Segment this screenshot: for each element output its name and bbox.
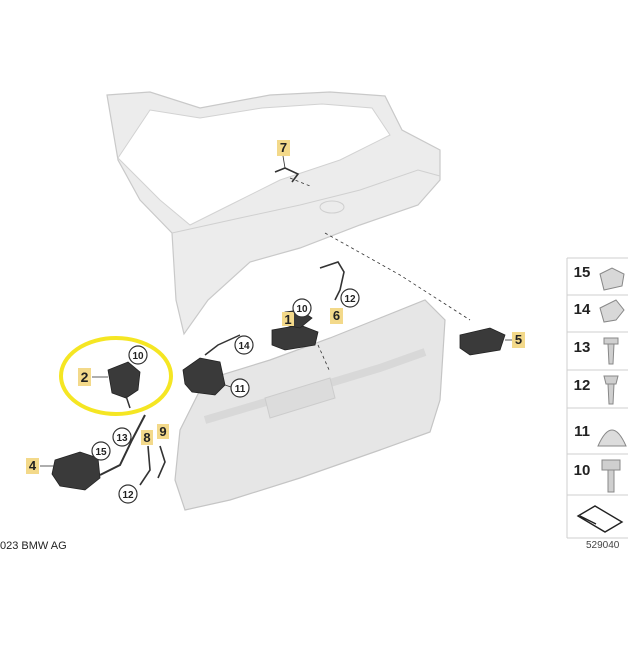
part-8-rod: [139, 445, 151, 486]
svg-text:9: 9: [159, 424, 166, 439]
part-7-bracket: [274, 167, 300, 183]
svg-text:12: 12: [122, 490, 134, 501]
svg-text:5: 5: [515, 332, 522, 347]
legend-label-12: 12: [574, 377, 591, 394]
copyright-text: 023 BMW AG: [0, 540, 67, 552]
svg-text:4: 4: [29, 458, 37, 473]
callout-4: 4: [26, 458, 55, 474]
callout-12-upper: 12: [340, 288, 360, 308]
part-13-cable: [99, 414, 146, 476]
callout-5: 5: [505, 332, 525, 348]
inner-panel: [174, 299, 446, 511]
callout-6: 6: [330, 308, 343, 324]
fastener-legend: 15 14 13 12 11 10: [566, 257, 628, 539]
svg-text:12: 12: [344, 294, 356, 305]
callout-11: 11: [224, 378, 250, 398]
svg-text:10: 10: [132, 351, 144, 362]
svg-text:14: 14: [238, 341, 250, 352]
callout-7: 7: [277, 140, 290, 169]
callout-14: 14: [234, 335, 254, 355]
legend-label-15: 15: [574, 264, 591, 281]
callout-2: 2: [78, 368, 108, 386]
part-4-motor: [51, 451, 101, 491]
leader-lines: [289, 177, 471, 373]
highlight-ring: [59, 336, 173, 416]
callout-9: 9: [157, 424, 169, 439]
part-1-actuator: [271, 309, 319, 351]
part-2-lock: [107, 361, 141, 409]
part-6-bracket: [319, 261, 345, 301]
svg-text:6: 6: [333, 308, 340, 323]
svg-text:10: 10: [296, 304, 308, 315]
svg-text:11: 11: [235, 384, 246, 395]
legend-label-14: 14: [574, 301, 591, 318]
callout-13: 13: [112, 427, 132, 447]
svg-text:7: 7: [280, 140, 287, 155]
svg-text:1: 1: [284, 312, 291, 327]
callout-15: 15: [91, 441, 111, 461]
svg-text:8: 8: [143, 430, 150, 445]
callout-1: 1: [282, 312, 294, 327]
callout-8: 8: [141, 430, 153, 445]
part-3-latch: [182, 334, 241, 396]
svg-text:13: 13: [116, 433, 128, 444]
callout-12-lower: 12: [118, 484, 138, 504]
image-id: 529040: [586, 540, 620, 551]
callout-10-upper: 10: [292, 298, 312, 318]
legend-label-10: 10: [574, 462, 591, 479]
svg-text:15: 15: [95, 447, 107, 458]
arrow-icon: [576, 505, 624, 533]
legend-label-13: 13: [574, 339, 591, 356]
callout-10-lower: 10: [128, 345, 148, 365]
tailgate-body: [106, 91, 441, 336]
svg-text:2: 2: [81, 369, 89, 385]
legend-label-11: 11: [574, 423, 590, 440]
part-5-sensor: [459, 327, 506, 356]
part-9-clip: [157, 445, 166, 479]
